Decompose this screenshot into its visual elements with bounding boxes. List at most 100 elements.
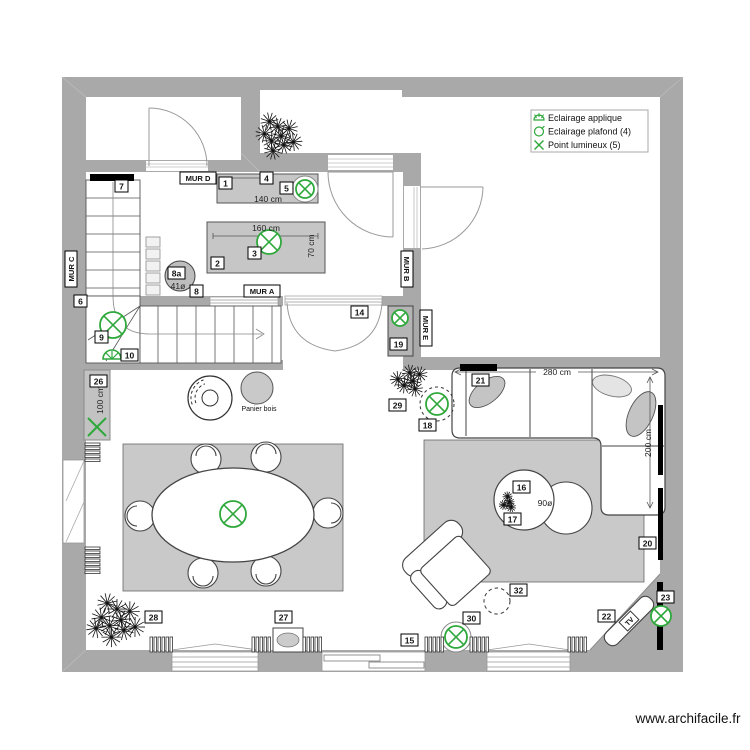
point-light-icon[interactable]: [87, 417, 107, 437]
svg-text:23: 23: [661, 593, 671, 603]
marker-27[interactable]: 27: [274, 610, 293, 624]
ceiling-light-icon[interactable]: [291, 175, 319, 203]
ceiling-light-icon[interactable]: [391, 309, 409, 327]
side-table-27[interactable]: [272, 627, 304, 653]
marker-30[interactable]: 30: [462, 611, 481, 625]
radiator[interactable]: [424, 636, 444, 653]
marker-4[interactable]: 4: [259, 171, 274, 185]
sofa-pillow: [625, 391, 657, 437]
dashed-circle-marker[interactable]: [483, 587, 511, 615]
point-light-icon[interactable]: [419, 386, 455, 422]
dimension-280-cm: 280 cm: [543, 367, 571, 377]
marker-15[interactable]: 15: [400, 633, 419, 647]
marker-3[interactable]: 3: [247, 246, 262, 260]
wood-basket[interactable]: [240, 371, 274, 405]
plant-29[interactable]: [389, 364, 428, 397]
dimension-140-cm: 140 cm: [254, 194, 282, 204]
window-bottom-2[interactable]: [486, 643, 571, 672]
marker-1[interactable]: 1: [218, 176, 233, 190]
radiator[interactable]: [469, 636, 489, 653]
marker-22[interactable]: 22: [597, 609, 616, 623]
marker-16[interactable]: 16: [512, 480, 531, 494]
marker-9[interactable]: 9: [94, 330, 109, 344]
svg-text:4: 4: [264, 174, 269, 184]
marker-26[interactable]: 26: [89, 374, 108, 388]
marker-19[interactable]: 19: [389, 337, 408, 351]
plant-top[interactable]: [255, 112, 303, 160]
window-left[interactable]: [62, 459, 85, 544]
radiator[interactable]: [84, 546, 101, 574]
french-door-opening: [284, 295, 383, 306]
kitchen-shelves[interactable]: [145, 236, 161, 296]
wood-stove[interactable]: [187, 375, 233, 421]
marker-5[interactable]: 5: [279, 181, 294, 195]
radiator[interactable]: [251, 636, 271, 653]
dining-chair: [250, 441, 282, 473]
wall-right: [660, 77, 683, 585]
svg-text:27: 27: [279, 613, 289, 623]
window-bottom-sliding[interactable]: [321, 651, 426, 672]
svg-text:7: 7: [119, 182, 124, 192]
sofa-pillow: [592, 374, 632, 398]
svg-text:10: 10: [125, 351, 135, 361]
radiator[interactable]: [567, 636, 587, 653]
svg-text:MUR D: MUR D: [186, 174, 211, 183]
svg-text:17: 17: [508, 515, 518, 525]
doors: [148, 107, 484, 352]
svg-text:19: 19: [394, 340, 404, 350]
point-light-icon[interactable]: [650, 605, 672, 627]
chamfer-inner-edge: [589, 573, 661, 651]
marker-32[interactable]: 32: [509, 583, 528, 597]
dining-chair: [124, 500, 156, 532]
svg-text:2: 2: [215, 259, 220, 269]
ceiling-light-icon[interactable]: [219, 500, 247, 528]
plant-28[interactable]: [86, 593, 146, 648]
svg-text:29: 29: [393, 401, 403, 411]
window-mur-a[interactable]: [209, 296, 279, 307]
bigroom-door[interactable]: [420, 186, 484, 250]
openings: [62, 155, 571, 672]
marker-21[interactable]: 21: [471, 373, 490, 387]
vestibule-door[interactable]: [148, 107, 208, 167]
wall-top-right: [402, 77, 683, 97]
marker-8a[interactable]: 8a: [167, 266, 186, 280]
radiator[interactable]: [302, 636, 322, 653]
marker-10[interactable]: 10: [120, 348, 139, 362]
applique-icon: [533, 113, 545, 121]
point-light-icon[interactable]: [440, 621, 472, 653]
wall-vestibule-right: [241, 90, 260, 153]
svg-text:MUR C: MUR C: [67, 256, 76, 281]
tv-stand[interactable]: TV: [601, 593, 656, 648]
applique-light-icon[interactable]: [102, 349, 122, 360]
plant-in-table-90[interactable]: [498, 491, 516, 513]
stair-top-marker: [90, 174, 134, 181]
sofa[interactable]: [451, 367, 666, 516]
marker-8[interactable]: 8: [189, 284, 204, 298]
dining-chairs[interactable]: [124, 441, 344, 589]
marker-7[interactable]: 7: [114, 179, 129, 193]
marker-6[interactable]: 6: [73, 294, 88, 308]
marker-28[interactable]: 28: [144, 610, 163, 624]
radiator[interactable]: [149, 636, 173, 653]
ceiling-light-icon[interactable]: [256, 229, 282, 255]
marker-2[interactable]: 2: [210, 256, 225, 270]
radiator[interactable]: [84, 442, 101, 462]
terrace-door[interactable]: [327, 171, 394, 238]
lumineux-icon: [534, 140, 544, 150]
dimension-90ø: 90ø: [538, 498, 553, 508]
marker-17[interactable]: 17: [503, 512, 522, 526]
legend-item-label: Eclairage applique: [548, 113, 622, 123]
french-doors[interactable]: [286, 302, 383, 352]
svg-text:15: 15: [405, 636, 415, 646]
svg-text:20: 20: [643, 539, 653, 549]
marker-14[interactable]: 14: [350, 305, 369, 319]
window-bottom-1[interactable]: [171, 643, 259, 672]
marker-18[interactable]: 18: [418, 418, 437, 432]
marker-20[interactable]: 20: [638, 536, 657, 550]
marker-29[interactable]: 29: [388, 398, 407, 412]
marker-23[interactable]: 23: [656, 590, 675, 604]
armchair[interactable]: [397, 516, 497, 616]
svg-text:21: 21: [476, 376, 486, 386]
svg-text:28: 28: [149, 613, 159, 623]
